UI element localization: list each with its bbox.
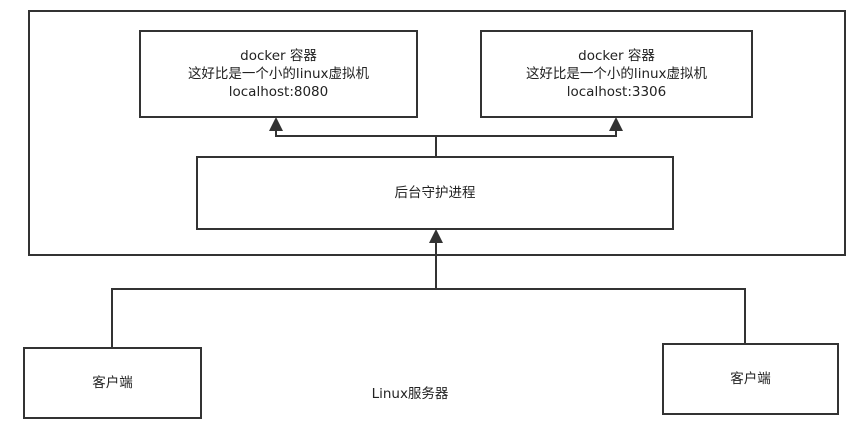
container-description: 这好比是一个小的linux虚拟机 [187, 66, 370, 82]
container-title: docker 容器 [240, 48, 317, 64]
client-label: 客户端 [730, 371, 771, 387]
client-box-left: 客户端 [23, 347, 202, 419]
container-title: docker 容器 [578, 48, 655, 64]
daemon-to-containers-connector [269, 117, 437, 156]
docker-container-right: docker 容器 这好比是一个小的linux虚拟机 localhost:330… [480, 30, 753, 118]
client-label: 客户端 [92, 375, 133, 391]
daemon-process-box: 后台守护进程 [196, 156, 674, 230]
container-description: 这好比是一个小的linux虚拟机 [525, 66, 708, 82]
container-address: localhost:3306 [566, 84, 667, 100]
daemon-label: 后台守护进程 [394, 185, 476, 201]
docker-container-left: docker 容器 这好比是一个小的linux虚拟机 localhost:808… [139, 30, 418, 118]
client-box-right: 客户端 [662, 343, 839, 415]
right-client-connector [436, 288, 746, 343]
daemon-to-right-container-connector [436, 117, 623, 137]
left-client-connector [111, 229, 443, 347]
linux-server-label: Linux服务器 [371, 386, 449, 402]
container-address: localhost:8080 [228, 84, 329, 100]
